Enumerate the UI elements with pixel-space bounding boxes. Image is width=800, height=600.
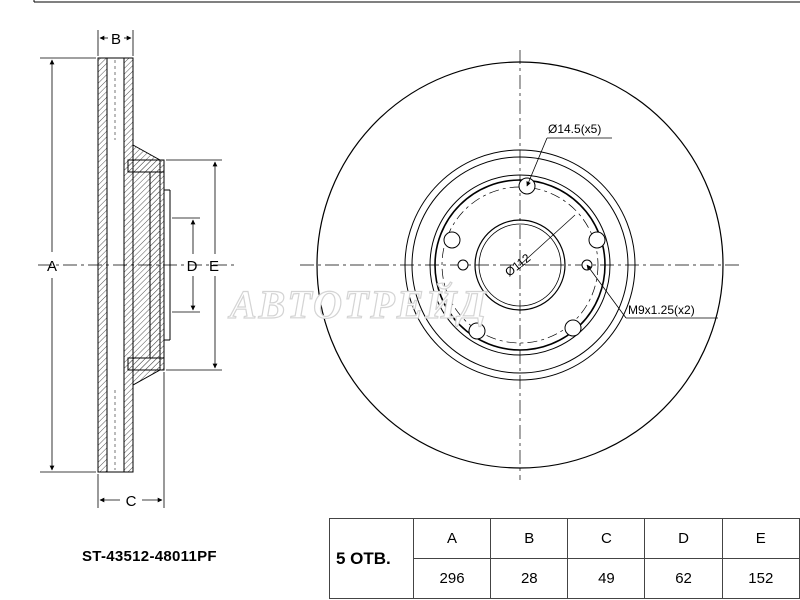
header-e: E [721, 518, 800, 559]
value-b: 28 [490, 558, 569, 599]
holes-label: 5 ОТВ. [329, 518, 414, 599]
pcd-callout: Ø112 [502, 251, 533, 280]
dim-a-label: A [47, 258, 57, 275]
thread-callout: M9x1.25(x2) [628, 303, 695, 317]
part-number: ST-43512-48011PF [82, 548, 217, 565]
value-a: 296 [412, 558, 492, 599]
dim-e-label: E [209, 258, 219, 275]
value-c: 49 [567, 558, 646, 599]
value-d: 62 [644, 558, 723, 599]
spec-table: 5 ОТВ. A B C D E 296 28 49 62 152 [329, 518, 800, 599]
dim-d-label: D [187, 258, 198, 275]
header-a: A [412, 518, 492, 559]
value-e: 152 [721, 558, 800, 599]
side-section-view: A B C D E [38, 30, 235, 510]
bolt-hole-callout: Ø14.5(x5) [548, 122, 601, 136]
front-view: Ø14.5(x5) Ø112 M9x1.25(x2) [300, 50, 740, 480]
dim-c-label: C [126, 493, 137, 510]
header-c: C [567, 518, 646, 559]
header-d: D [644, 518, 723, 559]
dim-b-label: B [111, 31, 121, 48]
watermark: ABTOTPEЙД [227, 282, 488, 327]
bolt-holes [443, 177, 606, 340]
header-b: B [490, 518, 569, 559]
